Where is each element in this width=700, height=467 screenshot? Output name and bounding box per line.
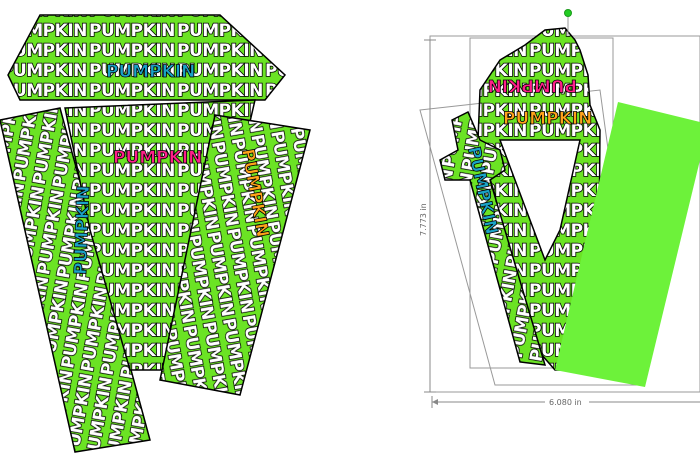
left-strip-piece[interactable] [0,107,151,453]
right-tab-piece[interactable] [439,110,547,366]
width-dimension: 6.080 in [431,396,700,408]
left-vertical-blue-highlight: PUMPKIN [71,185,94,275]
rotation-handle[interactable] [564,9,572,37]
left-top-highlight: PUMPKIN [106,62,195,82]
height-dimension-label: 7.773 in [419,203,428,236]
left-top-piece[interactable] [7,14,287,101]
left-right-strip-piece[interactable] [159,114,311,396]
right-top-pink-highlight: PUMPKIN [488,75,577,95]
width-dimension-label: 6.080 in [549,398,582,407]
green-panel[interactable] [555,102,700,387]
right-orange-highlight: PUMPKIN [503,109,592,129]
height-dimension: 7.773 in [419,39,436,393]
left-middle-highlight: PUMPKIN [113,148,202,168]
